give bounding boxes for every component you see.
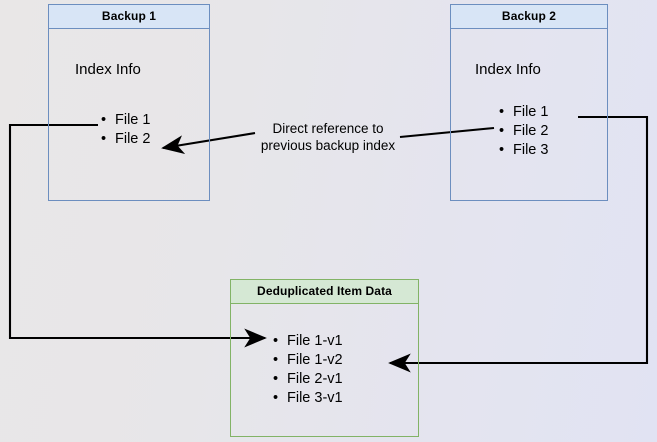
backup-2-file-list: File 1 File 2 File 3 — [499, 103, 548, 160]
dedup-file-list: File 1-v1 File 1-v2 File 2-v1 File 3-v1 — [273, 332, 343, 408]
list-item: File 1 — [101, 111, 150, 130]
node-backup-1[interactable]: Backup 1 Index Info File 1 File 2 — [48, 4, 210, 201]
node-backup-1-body: Index Info File 1 File 2 — [49, 29, 209, 200]
node-deduplicated-item-data[interactable]: Deduplicated Item Data File 1-v1 File 1-… — [230, 279, 419, 437]
list-item: File 1-v2 — [273, 351, 343, 370]
node-backup-2-header: Backup 2 — [451, 5, 607, 29]
node-deduplicated-item-data-header: Deduplicated Item Data — [231, 280, 418, 304]
edge-label-direct-reference: Direct reference to previous backup inde… — [260, 121, 396, 153]
list-item: File 3 — [499, 141, 548, 160]
backup-1-section-title: Index Info — [75, 61, 141, 78]
backup-2-section-title: Index Info — [475, 61, 541, 78]
node-deduplicated-item-data-body: File 1-v1 File 1-v2 File 2-v1 File 3-v1 — [231, 304, 418, 436]
list-item: File 2-v1 — [273, 370, 343, 389]
backup-1-file-list: File 1 File 2 — [101, 111, 150, 149]
node-backup-2[interactable]: Backup 2 Index Info File 1 File 2 File 3 — [450, 4, 608, 201]
node-backup-2-body: Index Info File 1 File 2 File 3 — [451, 29, 607, 200]
node-backup-1-header: Backup 1 — [49, 5, 209, 29]
list-item: File 3-v1 — [273, 389, 343, 408]
list-item: File 2 — [499, 122, 548, 141]
list-item: File 2 — [101, 130, 150, 149]
list-item: File 1-v1 — [273, 332, 343, 351]
list-item: File 1 — [499, 103, 548, 122]
